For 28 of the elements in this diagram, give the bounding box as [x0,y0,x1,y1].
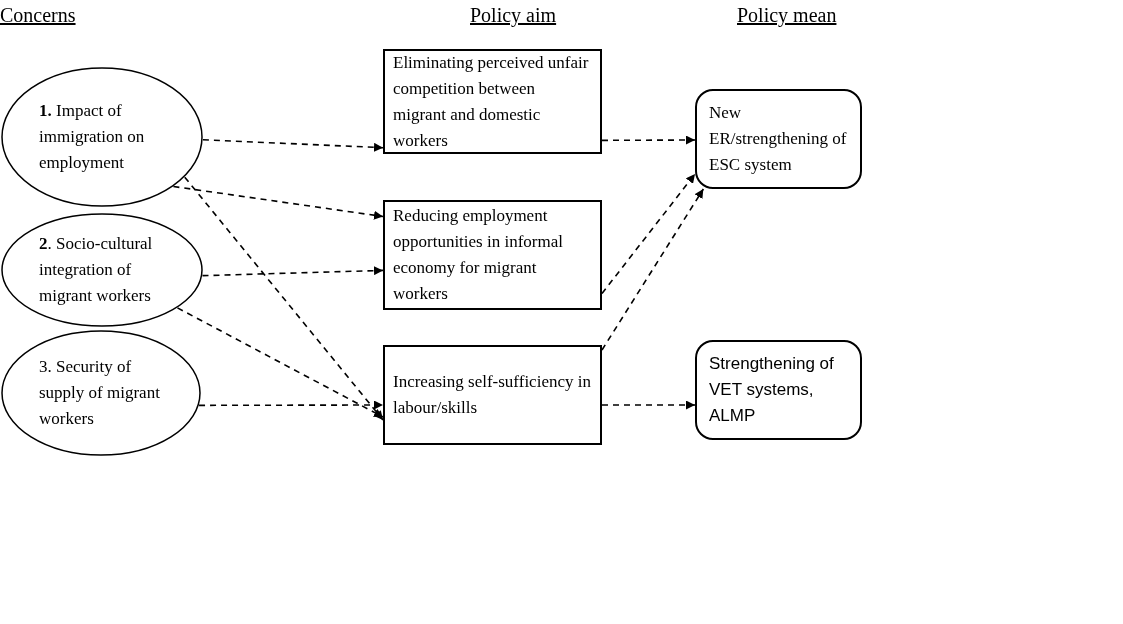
dashed-arrow [601,400,696,410]
node-text: Eliminating perceived unfair competition between migrant and domestic workers [393,51,590,152]
concern-ellipse [1,330,201,456]
dashed-arrow [198,400,384,410]
node-text: Increasing self-sufficiency in labour/skills [393,371,592,419]
node-text: New ER/strengthening of ESC system [709,102,848,176]
concern-ellipse [1,213,203,327]
column-heading: Policy mean [737,3,837,28]
policy-mean-box [695,89,862,189]
policy-aim-box [383,200,602,310]
dashed-arrow [601,173,696,295]
policy-mean-box [695,340,862,440]
node-text: Strengthening of VET systems, ALMP [709,353,835,427]
column-heading: Policy aim [470,3,557,28]
node-text: Reducing employment opportunities in informal economy for migrant workers [393,205,564,305]
dashed-arrow [202,139,384,152]
node-text: 3. Security of supply of migrant workers [39,356,161,430]
dashed-arrow [183,176,384,421]
dashed-arrow [601,188,705,351]
dashed-arrow [176,307,384,418]
policy-aim-box [383,345,602,445]
dashed-arrow [201,266,384,277]
node-text: 2. Socio-cultural integration of migrant workers [39,233,154,307]
node-text: 1. Impact of immigration on employment [39,100,146,174]
column-heading: Concerns [0,3,76,28]
dashed-arrow [172,185,384,220]
dashed-arrow [601,135,696,145]
concern-ellipse [1,67,203,207]
